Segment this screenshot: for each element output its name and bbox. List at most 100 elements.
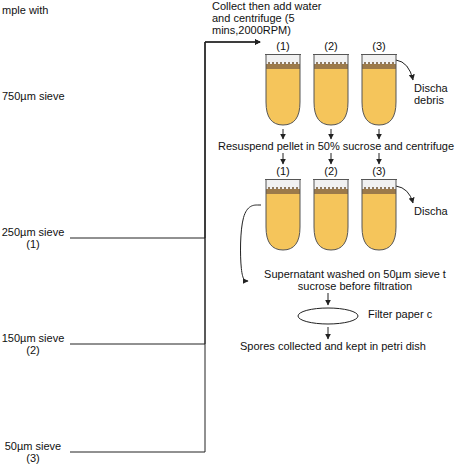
sieve-label: 150µm sieve (2) bbox=[0, 332, 66, 356]
debris-dot bbox=[340, 187, 342, 189]
debris-dot bbox=[364, 187, 366, 189]
debris-dot bbox=[324, 187, 326, 189]
tube-number: (3) bbox=[358, 40, 400, 52]
flow-arrow bbox=[241, 205, 261, 281]
debris-dot bbox=[272, 62, 274, 64]
tube-outline bbox=[314, 179, 348, 250]
debris-dot bbox=[268, 62, 270, 64]
flow-arrow bbox=[70, 42, 260, 452]
sieve-label: 250µm sieve (1) bbox=[0, 226, 66, 250]
node-text: 50µm sieve (3) bbox=[0, 440, 66, 464]
debris-dot bbox=[336, 62, 338, 64]
debris-dot bbox=[328, 62, 330, 64]
debris-dot bbox=[384, 62, 386, 64]
debris-dot bbox=[392, 62, 394, 64]
centrifuge-tube: (2) bbox=[310, 40, 352, 128]
tube-rim bbox=[361, 179, 397, 180]
debris-dot bbox=[296, 187, 298, 189]
step-text: Supernatant washed on 50µm sieve t sucro… bbox=[250, 268, 460, 292]
flow-arrow bbox=[328, 327, 329, 339]
filter-paper: Filter paper c bbox=[296, 306, 446, 326]
tube-rim bbox=[313, 179, 349, 180]
debris-dot bbox=[372, 187, 374, 189]
node-text: 250µm sieve (1) bbox=[0, 226, 66, 250]
node-text: Resuspend pellet in 50% sucrose and cent… bbox=[218, 140, 454, 152]
debris-dot bbox=[280, 62, 282, 64]
debris-layer bbox=[266, 189, 300, 194]
debris-dot bbox=[280, 187, 282, 189]
debris-dot bbox=[276, 187, 278, 189]
flow-arrow bbox=[328, 293, 329, 305]
debris-dot bbox=[324, 62, 326, 64]
debris-dot bbox=[376, 187, 378, 189]
flow-arrow bbox=[331, 153, 332, 164]
node-text: 150µm sieve (2) bbox=[0, 332, 66, 356]
tube-liquid bbox=[362, 66, 396, 125]
flow-arrow bbox=[379, 129, 380, 139]
tube-outline bbox=[314, 54, 348, 125]
tube-drawing bbox=[265, 179, 301, 253]
debris-dot bbox=[284, 187, 286, 189]
tube-outline bbox=[266, 179, 300, 250]
debris-dot bbox=[372, 62, 374, 64]
debris-dot bbox=[344, 62, 346, 64]
tube-drawing bbox=[313, 54, 349, 128]
centrifuge-tube: (3) bbox=[358, 165, 400, 253]
leader-arrow bbox=[396, 186, 413, 203]
debris-layer bbox=[362, 64, 396, 69]
tube-drawing bbox=[265, 54, 301, 128]
debris-dot bbox=[284, 62, 286, 64]
annotation-text: 750µm sieve bbox=[2, 90, 72, 102]
tube-rim bbox=[361, 54, 397, 55]
annotation-text: Discha debris bbox=[414, 82, 462, 106]
tube-number: (1) bbox=[262, 165, 304, 177]
debris-dot bbox=[316, 187, 318, 189]
tube-number: (3) bbox=[358, 165, 400, 177]
debris-dot bbox=[328, 187, 330, 189]
tube-liquid bbox=[314, 191, 348, 250]
edge-label: Collect then add water and centrifuge (5… bbox=[212, 0, 322, 36]
debris-dot bbox=[344, 187, 346, 189]
tube-number: (1) bbox=[262, 40, 304, 52]
debris-dot bbox=[292, 62, 294, 64]
debris-layer bbox=[266, 64, 300, 69]
debris-dot bbox=[336, 187, 338, 189]
tube-outline bbox=[362, 179, 396, 250]
debris-dot bbox=[380, 187, 382, 189]
centrifuge-tube: (1) bbox=[262, 165, 304, 253]
tube-outline bbox=[266, 54, 300, 125]
flow-arrow bbox=[379, 153, 380, 164]
centrifuge-tube: (2) bbox=[310, 165, 352, 253]
step-text: Resuspend pellet in 50% sucrose and cent… bbox=[218, 140, 454, 152]
tube-rim bbox=[265, 54, 301, 55]
sieve-label: 50µm sieve (3) bbox=[0, 440, 66, 464]
tube-liquid bbox=[362, 191, 396, 250]
debris-dot bbox=[316, 62, 318, 64]
debris-dot bbox=[368, 187, 370, 189]
debris-dot bbox=[332, 187, 334, 189]
debris-dot bbox=[320, 187, 322, 189]
tube-liquid bbox=[266, 191, 300, 250]
debris-dot bbox=[368, 62, 370, 64]
tube-liquid bbox=[314, 66, 348, 125]
filter-paper-ellipse bbox=[298, 308, 358, 324]
flow-arrow bbox=[283, 153, 284, 164]
debris-layer bbox=[314, 189, 348, 194]
flow-arrow bbox=[331, 129, 332, 139]
node-text: Supernatant washed on 50µm sieve t sucro… bbox=[250, 268, 460, 292]
node-text: Spores collected and kept in petri dish bbox=[240, 340, 426, 352]
debris-dot bbox=[388, 62, 390, 64]
debris-dot bbox=[288, 62, 290, 64]
tube-number: (2) bbox=[310, 40, 352, 52]
debris-layer bbox=[362, 189, 396, 194]
tube-drawing bbox=[313, 179, 349, 253]
filter-paper-shape bbox=[296, 306, 360, 326]
debris-dot bbox=[288, 187, 290, 189]
step-text: Spores collected and kept in petri dish bbox=[240, 340, 426, 352]
debris-dot bbox=[364, 62, 366, 64]
tube-rim bbox=[265, 179, 301, 180]
flow-arrow bbox=[70, 42, 260, 344]
debris-dot bbox=[276, 62, 278, 64]
